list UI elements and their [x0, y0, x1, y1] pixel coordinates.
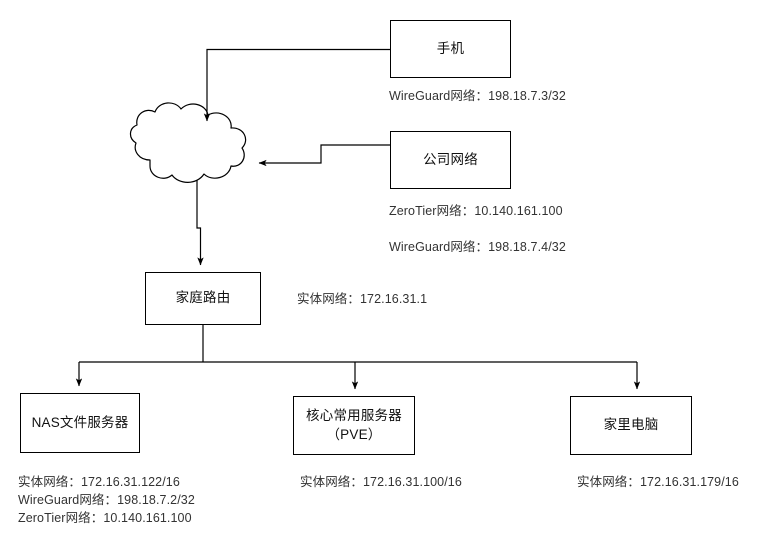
node-phone[interactable]: 手机: [390, 20, 511, 78]
node-home-computer[interactable]: 家里电脑: [570, 396, 692, 455]
caption-home-router-network: 实体网络：172.16.31.1: [297, 292, 428, 306]
edge-cloud-to-router: [196, 180, 204, 266]
caption-nas-network: 实体网络：172.16.31.122/16 WireGuard网络：198.18…: [18, 475, 195, 525]
node-phone-label: 手机: [436, 40, 465, 56]
node-home-computer-label: 家里电脑: [603, 417, 659, 433]
caption-phone-network: WireGuard网络：198.18.7.3/32: [389, 89, 566, 103]
node-company-network-label: 公司网络: [423, 151, 478, 167]
caption-core-server-network: 实体网络：172.16.31.100/16: [300, 475, 462, 489]
caption-home-computer-network: 实体网络：172.16.31.179/16: [577, 475, 739, 489]
node-home-router[interactable]: 家庭路由: [145, 272, 261, 325]
node-nas-file-server[interactable]: NAS文件服务器: [20, 393, 140, 453]
node-core-server-pve[interactable]: 核心常用服务器 （PVE）: [293, 396, 415, 455]
node-core-server-pve-label: 核心常用服务器 （PVE）: [306, 408, 402, 442]
caption-company-network: ZeroTier网络：10.140.161.100 WireGuard网络：19…: [389, 204, 566, 254]
node-company-network[interactable]: 公司网络: [390, 131, 511, 189]
node-nas-file-server-label: NAS文件服务器: [31, 414, 129, 430]
internet-cloud-icon: [129, 102, 247, 183]
node-home-router-label: 家庭路由: [175, 290, 231, 306]
edge-router-bus: [79, 325, 637, 363]
edge-phone-to-cloud: [203, 48, 390, 122]
edge-company-to-cloud: [258, 144, 390, 167]
